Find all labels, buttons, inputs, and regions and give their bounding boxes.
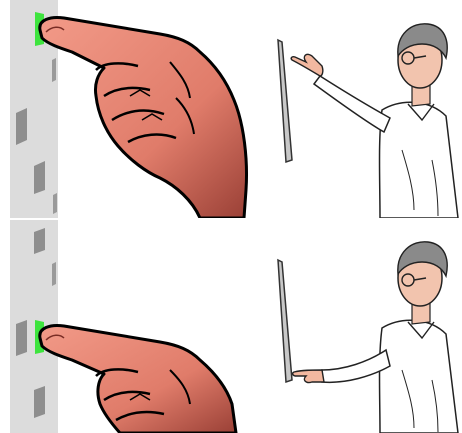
wall-mark bbox=[53, 193, 57, 214]
hand-pointing-icon bbox=[40, 18, 247, 219]
closeup-svg-top bbox=[0, 0, 250, 218]
closeup-panel-top bbox=[0, 0, 250, 218]
wall-mark bbox=[34, 161, 45, 194]
person-panel-top bbox=[262, 0, 462, 218]
person-touching-screen-icon bbox=[293, 242, 458, 433]
person-panel-bottom bbox=[262, 220, 462, 433]
hand-pointing-icon bbox=[40, 326, 236, 433]
person-svg-top bbox=[262, 0, 462, 218]
wall-mark bbox=[34, 228, 45, 254]
wall-mark bbox=[34, 386, 45, 418]
wall-mark bbox=[16, 108, 27, 145]
wall-mark bbox=[52, 58, 56, 82]
wall-mark bbox=[52, 262, 56, 286]
wall-mark bbox=[16, 320, 27, 356]
person-touching-screen-icon bbox=[291, 24, 458, 218]
closeup-panel-bottom bbox=[0, 220, 250, 433]
closeup-svg-bottom bbox=[0, 220, 250, 433]
screen-panel bbox=[278, 260, 292, 382]
person-svg-bottom bbox=[262, 220, 462, 433]
screen-panel bbox=[278, 40, 292, 162]
